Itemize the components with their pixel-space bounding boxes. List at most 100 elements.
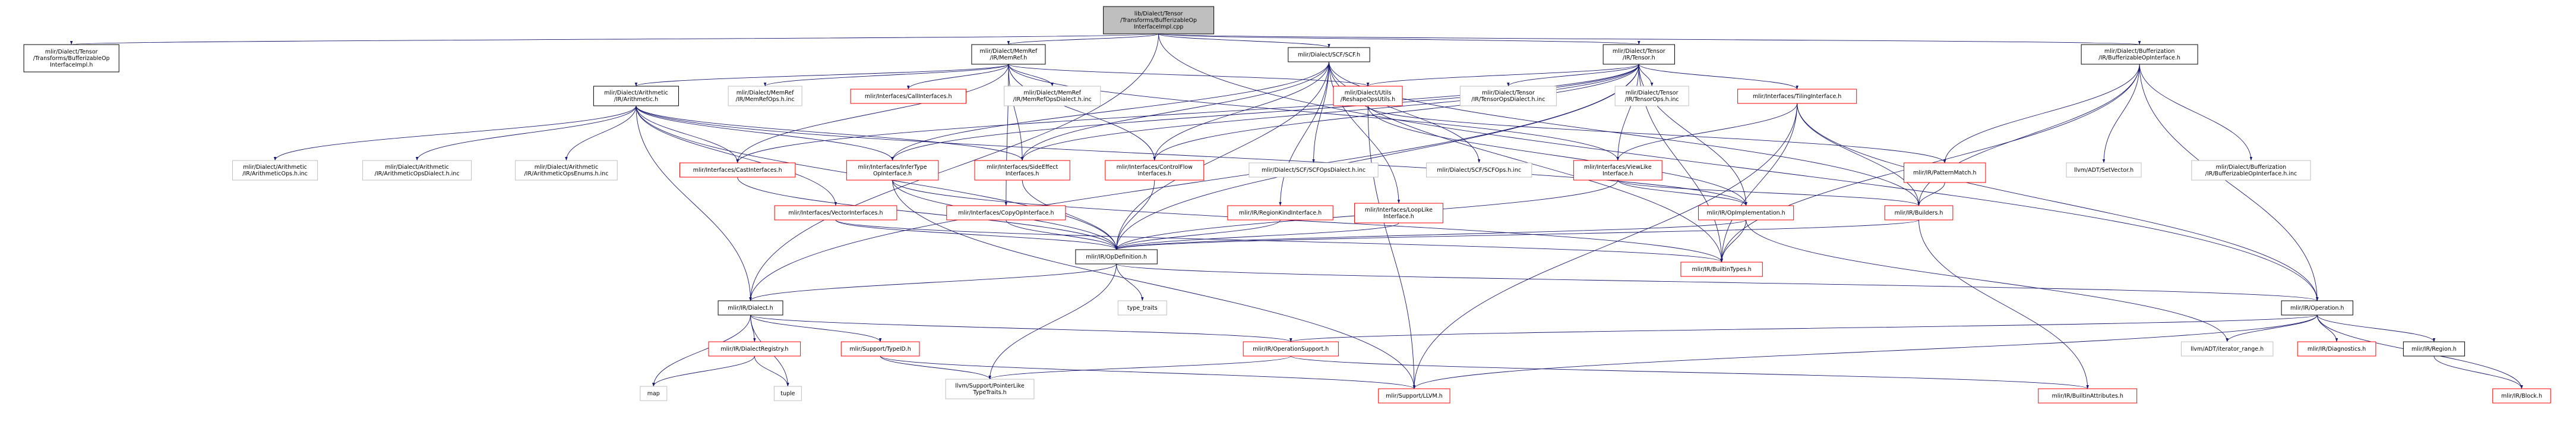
node-iterrange[interactable]: llvm/ADT/iterator_range.h [2180, 341, 2274, 357]
edge-scf-to-scfdial [1312, 61, 1329, 163]
node-label: mlir/IR/BuiltinTypes.h [1692, 266, 1751, 273]
edge-arith-to-arithenums [565, 105, 637, 161]
node-label: InterfaceImpl.cpp [1134, 24, 1184, 30]
edge-root-to-bufop [1158, 33, 2141, 45]
node-label: mlir/Dialect/Tensor [1482, 90, 1535, 96]
node-label: llvm/ADT/iterator_range.h [2191, 346, 2264, 352]
edge-tensor-to-dialect [749, 64, 1639, 301]
node-ifimpl-h[interactable]: mlir/Dialect/Tensor/Transforms/Bufferiza… [23, 44, 119, 73]
node-copyop[interactable]: mlir/Interfaces/CopyOpInterface.h [946, 205, 1066, 221]
node-box [1288, 47, 1370, 62]
edge-ctrlflow-to-opdef [1115, 180, 1155, 250]
node-box [773, 386, 802, 401]
node-box [728, 86, 802, 106]
edge-dialreg-to-map [652, 355, 755, 387]
node-arithenums[interactable]: mlir/Dialect/Arithmetic/IR/ArithmeticOps… [515, 160, 618, 181]
node-memref[interactable]: mlir/Dialect/MemRef/IR/MemRef.h [971, 44, 1046, 65]
node-arithdial[interactable]: mlir/Dialect/Arithmetic/IR/ArithmeticOps… [362, 160, 472, 181]
node-builtinattr[interactable]: mlir/IR/BuiltinAttributes.h [2038, 388, 2138, 404]
node-dialect[interactable]: mlir/IR/Dialect.h [718, 300, 783, 316]
node-box [1573, 160, 1662, 181]
node-opimpl[interactable]: mlir/IR/OpImplementation.h [1698, 205, 1794, 221]
node-label: mlir/Dialect/Tensor [1626, 90, 1679, 96]
node-typetraits[interactable]: type_traits [1117, 300, 1167, 316]
node-box [974, 160, 1070, 181]
node-operation[interactable]: mlir/IR/Operation.h [2281, 300, 2353, 316]
node-label: /IR/ArithmeticOpsDialect.h.inc [375, 171, 460, 177]
node-label: mlir/IR/RegionKindInterface.h [1239, 210, 1322, 216]
node-vector[interactable]: mlir/Interfaces/VectorInterfaces.h [774, 205, 897, 221]
node-llvm[interactable]: mlir/Support/LLVM.h [1378, 388, 1450, 404]
node-opdef[interactable]: mlir/IR/OpDefinition.h [1075, 249, 1158, 265]
node-label: mlir/Interfaces/LoopLike [1365, 207, 1433, 213]
node-bufopinc[interactable]: mlir/Dialect/Bufferization/IR/Bufferizab… [2191, 160, 2311, 181]
node-irregion[interactable]: mlir/IR/Region.h [2403, 341, 2466, 357]
edge-memref-to-copyop [1004, 64, 1009, 206]
node-typeid[interactable]: mlir/Support/TypeID.h [840, 341, 920, 357]
node-map[interactable]: map [640, 386, 668, 401]
node-label: mlir/Interfaces/ViewLike [1584, 164, 1652, 171]
node-opsupport[interactable]: mlir/IR/OperationSupport.h [1243, 341, 1339, 357]
node-scfops[interactable]: mlir/Dialect/SCF/SCFOps.h.inc [1426, 162, 1532, 178]
edge-vector-to-builtintypes [835, 219, 1723, 263]
edge-operation-to-irregion [2316, 314, 2436, 342]
node-box [1378, 388, 1450, 404]
node-label: /IR/MemRefOps.h.inc [736, 96, 795, 103]
node-cast[interactable]: mlir/Interfaces/CastInterfaces.h [679, 162, 796, 178]
node-block[interactable]: mlir/IR/Block.h [2492, 388, 2551, 404]
node-box [1426, 162, 1532, 178]
node-label: mlir/Interfaces/SideEffect [987, 164, 1058, 171]
node-label: mlir/IR/PatternMatch.h [1913, 170, 1976, 177]
node-reshape[interactable]: mlir/Dialect/Utils/ReshapeOpsUtils.h [1333, 86, 1403, 106]
node-region[interactable]: mlir/IR/RegionKindInterface.h [1227, 205, 1333, 221]
node-bufop[interactable]: mlir/Dialect/Bufferization/IR/Bufferizab… [2081, 44, 2198, 65]
node-setvector[interactable]: llvm/ADT/SetVector.h [2066, 162, 2142, 178]
edge-operation-to-diagnostics [2316, 314, 2338, 342]
node-box [2038, 388, 2138, 404]
node-label: mlir/Dialect/Bufferization [2216, 164, 2287, 171]
node-box [1004, 86, 1101, 106]
edge-builders-to-builtinattr [1918, 219, 2089, 389]
node-tiling[interactable]: mlir/Interfaces/TilingInterface.h [1737, 89, 1857, 104]
node-box [2066, 162, 2142, 178]
node-box [679, 162, 796, 178]
node-scf[interactable]: mlir/Dialect/SCF/SCF.h [1288, 47, 1370, 62]
node-arith[interactable]: mlir/Dialect/Arithmetic/IR/Arithmetic.h [593, 86, 679, 106]
node-box [515, 160, 618, 181]
node-callif[interactable]: mlir/Interfaces/CallInterfaces.h [850, 89, 966, 104]
node-box [232, 160, 318, 181]
node-builders[interactable]: mlir/IR/Builders.h [1884, 205, 1954, 221]
edge-operation-to-llvm [1412, 314, 2318, 389]
edge-tensor-to-tensorops [1638, 64, 1654, 87]
node-label: mlir/Dialect/Arithmetic [535, 164, 599, 171]
node-scfdial[interactable]: mlir/Dialect/SCF/SCFOpsDialect.h.inc [1249, 162, 1379, 178]
node-memrefdial[interactable]: mlir/Dialect/MemRef/IR/MemRefOpsDialect.… [1004, 86, 1101, 106]
node-tensordial[interactable]: mlir/Dialect/Tensor/IR/TensorOpsDialect.… [1459, 86, 1557, 106]
node-box [846, 160, 939, 181]
node-box [1105, 160, 1205, 181]
node-dialreg[interactable]: mlir/IR/DialectRegistry.h [708, 341, 801, 357]
node-builtintypes[interactable]: mlir/IR/BuiltinTypes.h [1680, 262, 1763, 277]
edge-typeid-to-ptrlike [880, 355, 991, 380]
edge-scf-to-sideeff [1020, 61, 1329, 161]
node-box [850, 89, 966, 104]
node-label: /IR/MemRef.h [990, 55, 1028, 61]
node-diagnostics[interactable]: mlir/IR/Diagnostics.h [2297, 341, 2376, 357]
node-label: mlir/IR/OpImplementation.h [1706, 210, 1785, 216]
node-patmatch[interactable]: mlir/IR/PatternMatch.h [1904, 162, 1986, 183]
node-memrefops[interactable]: mlir/Dialect/MemRef/IR/MemRefOps.h.inc [728, 86, 802, 106]
node-root[interactable]: lib/Dialect/Tensor/Transforms/Bufferizab… [1103, 6, 1215, 34]
node-tensor[interactable]: mlir/Dialect/Tensor/IR/Tensor.h [1603, 44, 1675, 65]
node-box [1243, 341, 1339, 357]
node-arithops[interactable]: mlir/Dialect/Arithmetic/IR/ArithmeticOps… [232, 160, 318, 181]
node-box [945, 379, 1035, 399]
node-label: mlir/Dialect/Utils [1345, 90, 1392, 96]
node-tensorops[interactable]: mlir/Dialect/Tensor/IR/TensorOps.h.inc [1614, 86, 1689, 106]
node-tuple[interactable]: tuple [773, 386, 802, 401]
